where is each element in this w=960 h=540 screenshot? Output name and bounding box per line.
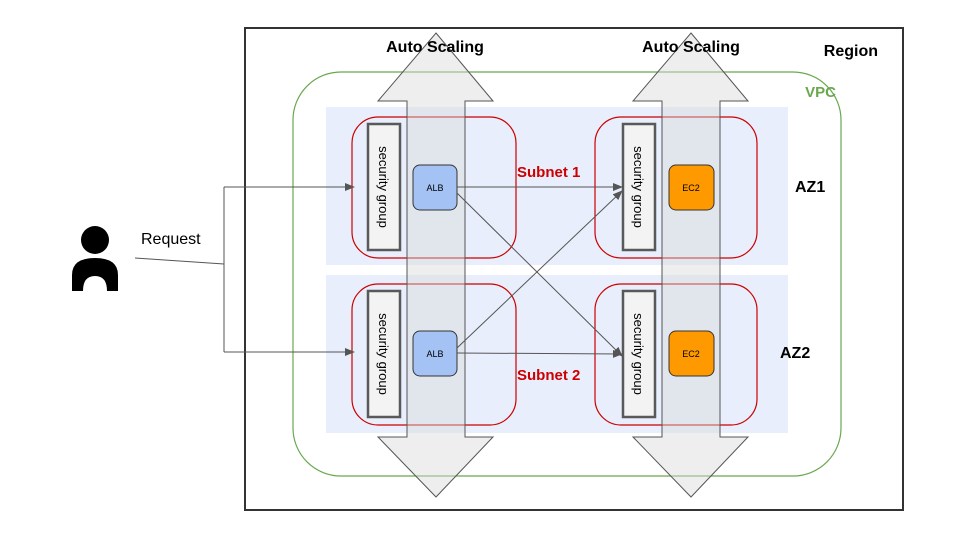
vpc-box [292, 71, 842, 477]
user-icon [72, 226, 118, 291]
ec2-label: EC2 [682, 349, 700, 359]
ec2-node-az2 [668, 330, 715, 377]
autoscaling-label-right: Auto Scaling [642, 39, 740, 56]
connector-alb2-to-sg-az1 [456, 190, 623, 349]
subnet-box-az2-right [594, 283, 758, 426]
subnet-label-2: Subnet 2 [517, 367, 580, 384]
alb-label: ALB [426, 349, 443, 359]
autoscaling-arrow-right [631, 32, 750, 498]
security-group-label: security group [631, 146, 646, 228]
autoscaling-arrow-left [376, 32, 495, 498]
ec2-node-az1 [668, 164, 715, 211]
security-group-label: security group [376, 313, 391, 395]
security-group-label: security group [631, 313, 646, 395]
vpc-label: VPC [805, 84, 836, 101]
security-group-box [366, 122, 402, 252]
request-line [134, 257, 225, 265]
az1-label: AZ1 [795, 179, 825, 196]
security-group-box [621, 289, 657, 419]
security-group-box [621, 122, 657, 252]
ec2-label: EC2 [682, 183, 700, 193]
subnet-label-1: Subnet 1 [517, 164, 580, 181]
autoscaling-label-left: Auto Scaling [386, 39, 484, 56]
security-group-label: security group [376, 146, 391, 228]
security-group-box [366, 289, 402, 419]
alb-label: ALB [426, 183, 443, 193]
connector-alb2-to-sg-az2 [456, 349, 623, 358]
connector-alb1-to-sg-az2 [456, 192, 623, 357]
az2-label: AZ2 [780, 345, 810, 362]
request-label: Request [141, 231, 201, 248]
region-label: Region [824, 43, 878, 60]
